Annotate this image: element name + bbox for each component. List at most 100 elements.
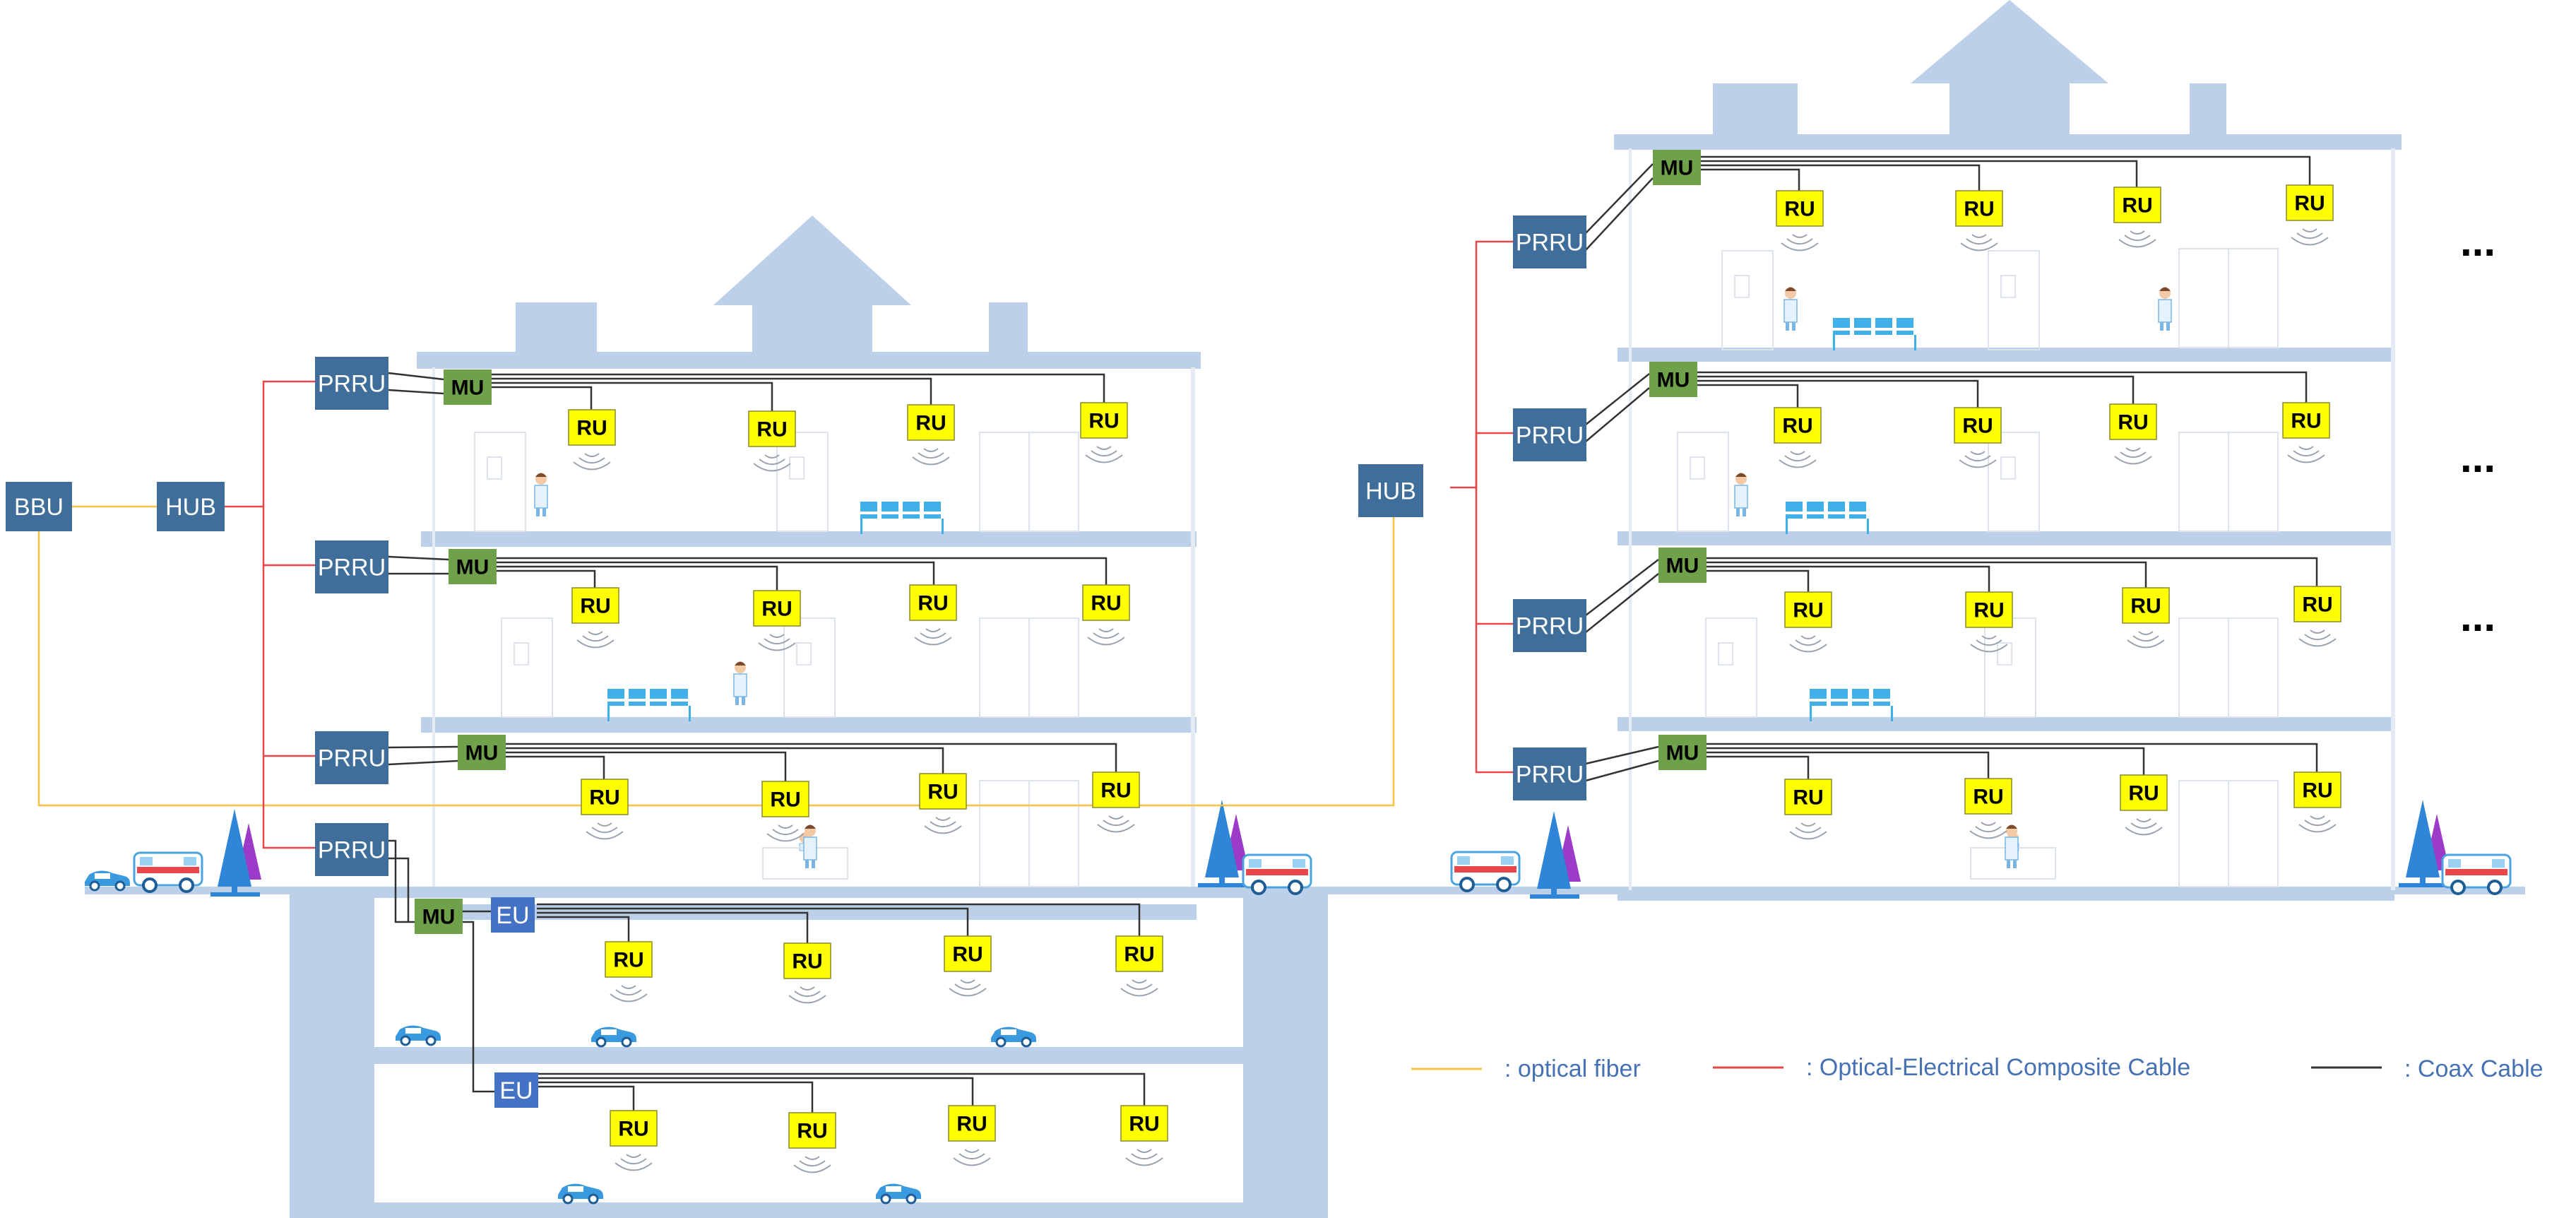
blue-tree <box>1205 800 1239 877</box>
mu-node-box <box>1658 735 1707 770</box>
ru-node-box <box>2122 587 2170 624</box>
ru-node: RU <box>1120 1105 1168 1142</box>
bbu-node-label: BBU <box>14 494 64 521</box>
floor-slab <box>1618 887 2394 901</box>
prru-node-box <box>315 823 388 876</box>
chair-seat <box>1786 514 1803 519</box>
ru-node: RU <box>2293 771 2341 808</box>
ru-node-label: RU <box>2130 595 2161 618</box>
chair-back <box>1873 689 1890 699</box>
wave-arc <box>778 824 793 829</box>
wave-arc <box>1789 644 1827 653</box>
wave-arc <box>2287 454 2325 463</box>
leg <box>536 508 540 516</box>
chair-seat <box>671 702 688 706</box>
wave-arc <box>1096 446 1112 450</box>
chair-seat <box>1807 514 1824 519</box>
prru-node-label: PRRU <box>318 371 386 398</box>
signal-waves-icon <box>2114 447 2152 465</box>
door-window <box>2000 275 2017 298</box>
ambulance-icon <box>1450 851 1521 892</box>
wave-arc <box>793 1164 831 1173</box>
ru-node-label: RU <box>1784 198 1815 221</box>
ru-node-label: RU <box>797 1120 827 1143</box>
roof-block <box>516 302 597 353</box>
door-window <box>796 642 812 666</box>
ru-node: RU <box>753 590 801 627</box>
basement-wall <box>290 894 374 1218</box>
ru-node-label: RU <box>2128 782 2159 805</box>
wheel <box>2450 880 2466 895</box>
door-icon <box>776 432 829 532</box>
door-window <box>789 456 805 480</box>
wave-arc <box>2130 822 2157 829</box>
mu-node-label: MU <box>456 556 489 579</box>
red-stripe <box>2445 869 2507 875</box>
roof-slab <box>1614 134 2402 150</box>
van-window <box>1293 859 1305 868</box>
wheel <box>2487 880 2503 895</box>
wave-arc <box>597 822 612 827</box>
door-window <box>487 456 503 480</box>
blue-tree <box>2406 800 2440 877</box>
chair-seat <box>924 514 941 519</box>
tree-trunk <box>1219 876 1225 883</box>
wave-arc <box>769 634 785 638</box>
coax-cable <box>537 1081 814 1113</box>
composite-cable <box>1475 432 1513 487</box>
leg <box>2013 860 2017 868</box>
leg <box>2160 322 2164 331</box>
ru-node: RU <box>1954 407 2002 444</box>
wheel <box>400 1035 411 1046</box>
chair-leg <box>860 519 862 534</box>
van-window <box>2448 859 2461 868</box>
ru-node: RU <box>761 781 809 817</box>
ru-node-box <box>2113 187 2161 223</box>
blue-tree <box>218 809 251 887</box>
wave-arc <box>1098 628 1114 632</box>
mu-node: MU <box>1649 362 1697 397</box>
hair <box>2159 287 2171 291</box>
wheel <box>179 877 194 893</box>
prru-node-box <box>1513 599 1586 652</box>
car-window <box>886 1186 901 1192</box>
wave-arc <box>1131 1153 1158 1160</box>
tree-base <box>210 892 260 897</box>
signal-waves-icon <box>573 453 611 471</box>
composite-cable <box>1475 487 1513 625</box>
signal-waves-icon <box>1959 451 1997 468</box>
wave-arc <box>759 459 785 466</box>
ru-node-box <box>2293 586 2341 622</box>
wave-arc <box>935 817 951 821</box>
wave-arc <box>2125 447 2141 451</box>
doctor-icon <box>1734 473 1748 516</box>
mu-node-box <box>1658 548 1707 583</box>
coax-cable <box>1585 559 1659 616</box>
wave-arc <box>912 456 950 466</box>
chair-seat <box>860 514 877 519</box>
coax-cable <box>505 755 605 779</box>
wheel <box>1496 877 1512 892</box>
car-window <box>568 1186 583 1192</box>
coax-cable <box>1585 387 1650 442</box>
wave-arc <box>1786 238 1813 245</box>
ru-node-label: RU <box>576 417 607 440</box>
mu-node-label: MU <box>1666 742 1699 765</box>
coax-cable <box>1697 375 2135 404</box>
ru-node-box <box>944 935 992 972</box>
ru-node-label: RU <box>2294 192 2325 215</box>
ru-node-label: RU <box>927 781 958 804</box>
chair-seat <box>1828 514 1845 519</box>
chair-back <box>1875 318 1892 328</box>
prru-node: PRRU <box>315 357 388 410</box>
prru-node-box <box>315 540 388 593</box>
roof-peak <box>713 215 911 305</box>
wave-arc <box>2127 639 2165 649</box>
double-door-icon <box>979 432 1079 532</box>
wheel <box>588 1193 599 1205</box>
wave-arc <box>2310 629 2325 634</box>
chair-seat <box>1810 702 1827 706</box>
chair-seat <box>1897 331 1913 335</box>
mu-node-label: MU <box>422 906 456 929</box>
